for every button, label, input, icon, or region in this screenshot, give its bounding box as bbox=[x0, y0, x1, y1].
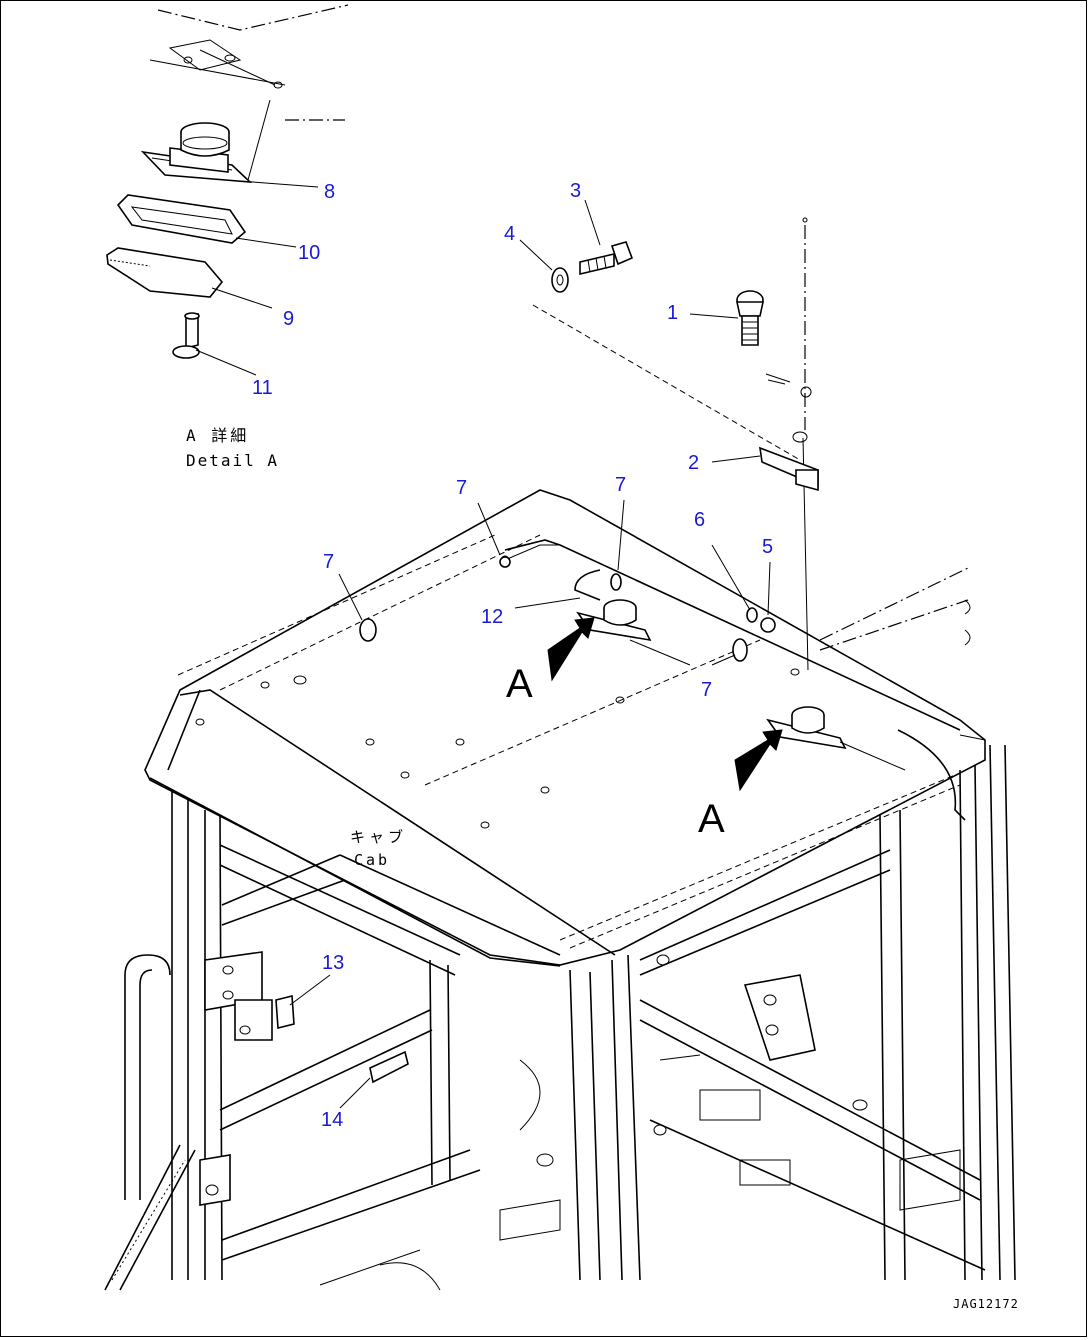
callout-4: 4 bbox=[504, 223, 516, 245]
view-arrow-a-rear bbox=[547, 617, 595, 682]
part-11-pin bbox=[172, 312, 200, 359]
callout-5: 5 bbox=[762, 536, 774, 558]
part-3-bolt bbox=[579, 241, 634, 276]
cab-roof bbox=[144, 489, 986, 967]
callout-13: 13 bbox=[322, 952, 345, 974]
callout-9: 9 bbox=[283, 308, 295, 330]
part-9-plate bbox=[106, 247, 224, 298]
callout-1: 1 bbox=[667, 302, 679, 324]
detail-a-drawing bbox=[106, 4, 349, 376]
callout-10: 10 bbox=[298, 242, 321, 264]
callout-14: 14 bbox=[321, 1109, 344, 1131]
mount-12-rear bbox=[576, 599, 652, 642]
part-1-bolt bbox=[736, 290, 764, 346]
callout-7-top: 7 bbox=[615, 474, 627, 496]
callout-7-top-left: 7 bbox=[456, 477, 468, 499]
part-10-gasket bbox=[116, 194, 247, 244]
view-marker-a-front: A bbox=[698, 797, 725, 841]
callout-3: 3 bbox=[570, 180, 582, 202]
callout-11: 11 bbox=[252, 377, 273, 399]
cab-frame bbox=[104, 744, 1016, 1291]
part-6-washer bbox=[746, 607, 758, 623]
clip-7-top bbox=[610, 573, 622, 591]
cab-label-en: Cab bbox=[354, 851, 391, 869]
view-marker-a-rear: A bbox=[506, 662, 533, 706]
clip-7-mid bbox=[499, 556, 511, 568]
callout-12: 12 bbox=[481, 606, 504, 628]
clip-7-left bbox=[359, 618, 377, 642]
callout-7-left: 7 bbox=[323, 551, 335, 573]
callout-6: 6 bbox=[694, 509, 706, 531]
part-5-nut bbox=[760, 617, 776, 633]
callout-2: 2 bbox=[688, 452, 700, 474]
hardware-exploded bbox=[519, 199, 819, 671]
callout-7-right: 7 bbox=[701, 679, 713, 701]
label-13-plate bbox=[275, 994, 295, 1030]
callout-8: 8 bbox=[324, 181, 336, 203]
view-arrow-a-front bbox=[734, 729, 783, 792]
mount-12-front bbox=[766, 706, 847, 750]
detail-caption-jp: A 詳細 bbox=[186, 426, 250, 445]
detail-caption-en: Detail A bbox=[186, 451, 280, 470]
cab-label-jp: キャブ bbox=[350, 828, 408, 846]
part-8-mount bbox=[140, 122, 253, 183]
clip-7-right bbox=[732, 638, 748, 662]
leader-lines bbox=[289, 499, 771, 1109]
part-4-washer bbox=[551, 267, 569, 293]
part-2-bracket bbox=[759, 446, 819, 492]
label-14-plate bbox=[369, 1050, 409, 1084]
drawing-code: JAG12172 bbox=[953, 1297, 1019, 1311]
